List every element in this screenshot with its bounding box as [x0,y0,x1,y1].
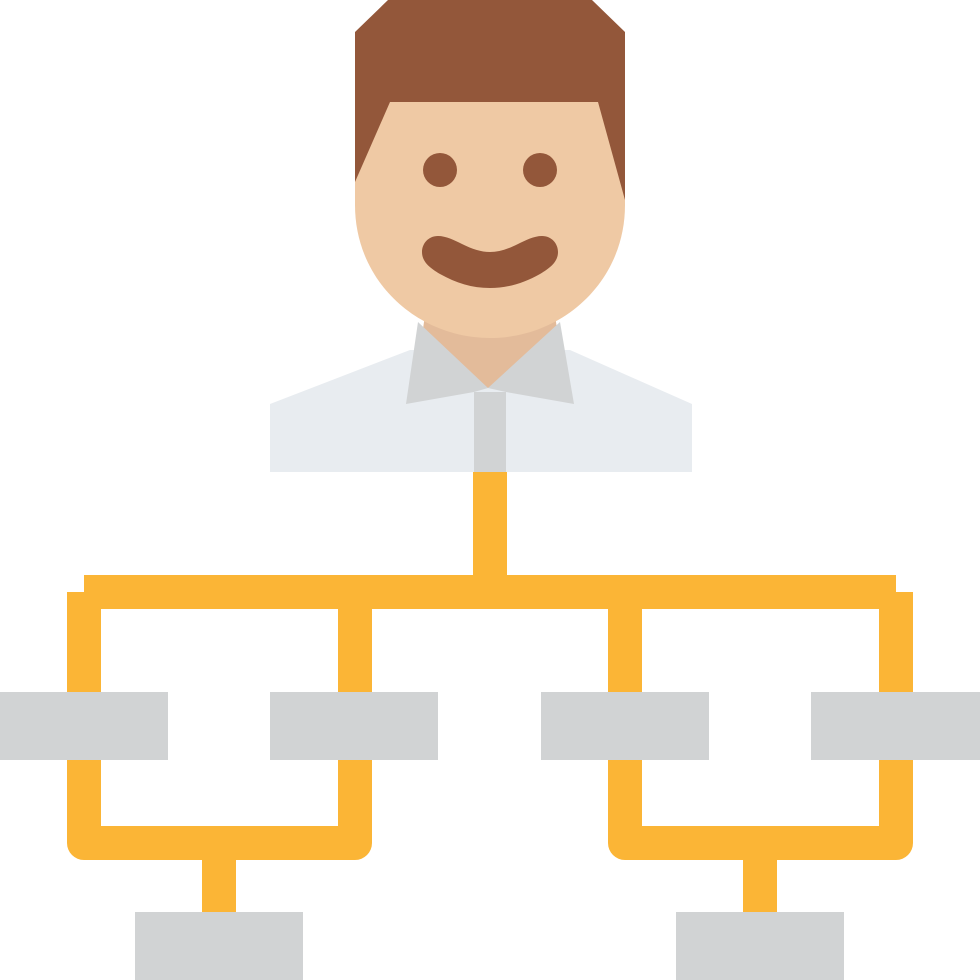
node-boxes [0,692,980,980]
hair [355,0,625,200]
node-box-left-outer [0,692,168,760]
node-box-right-inner [541,692,709,760]
node-box-right-outer [811,692,980,760]
node-box-left-bottom [135,912,303,980]
connector-lines [67,472,913,918]
collar-left [406,322,488,404]
face [355,80,625,338]
node-box-left-inner [270,692,438,760]
manager-person-icon [270,0,692,472]
shirt-placket [474,392,506,472]
collar-right [488,322,574,404]
right-eye [523,153,557,187]
smile-mouth [422,236,558,288]
head [355,0,625,338]
left-eye [423,153,457,187]
node-box-right-bottom [676,912,844,980]
